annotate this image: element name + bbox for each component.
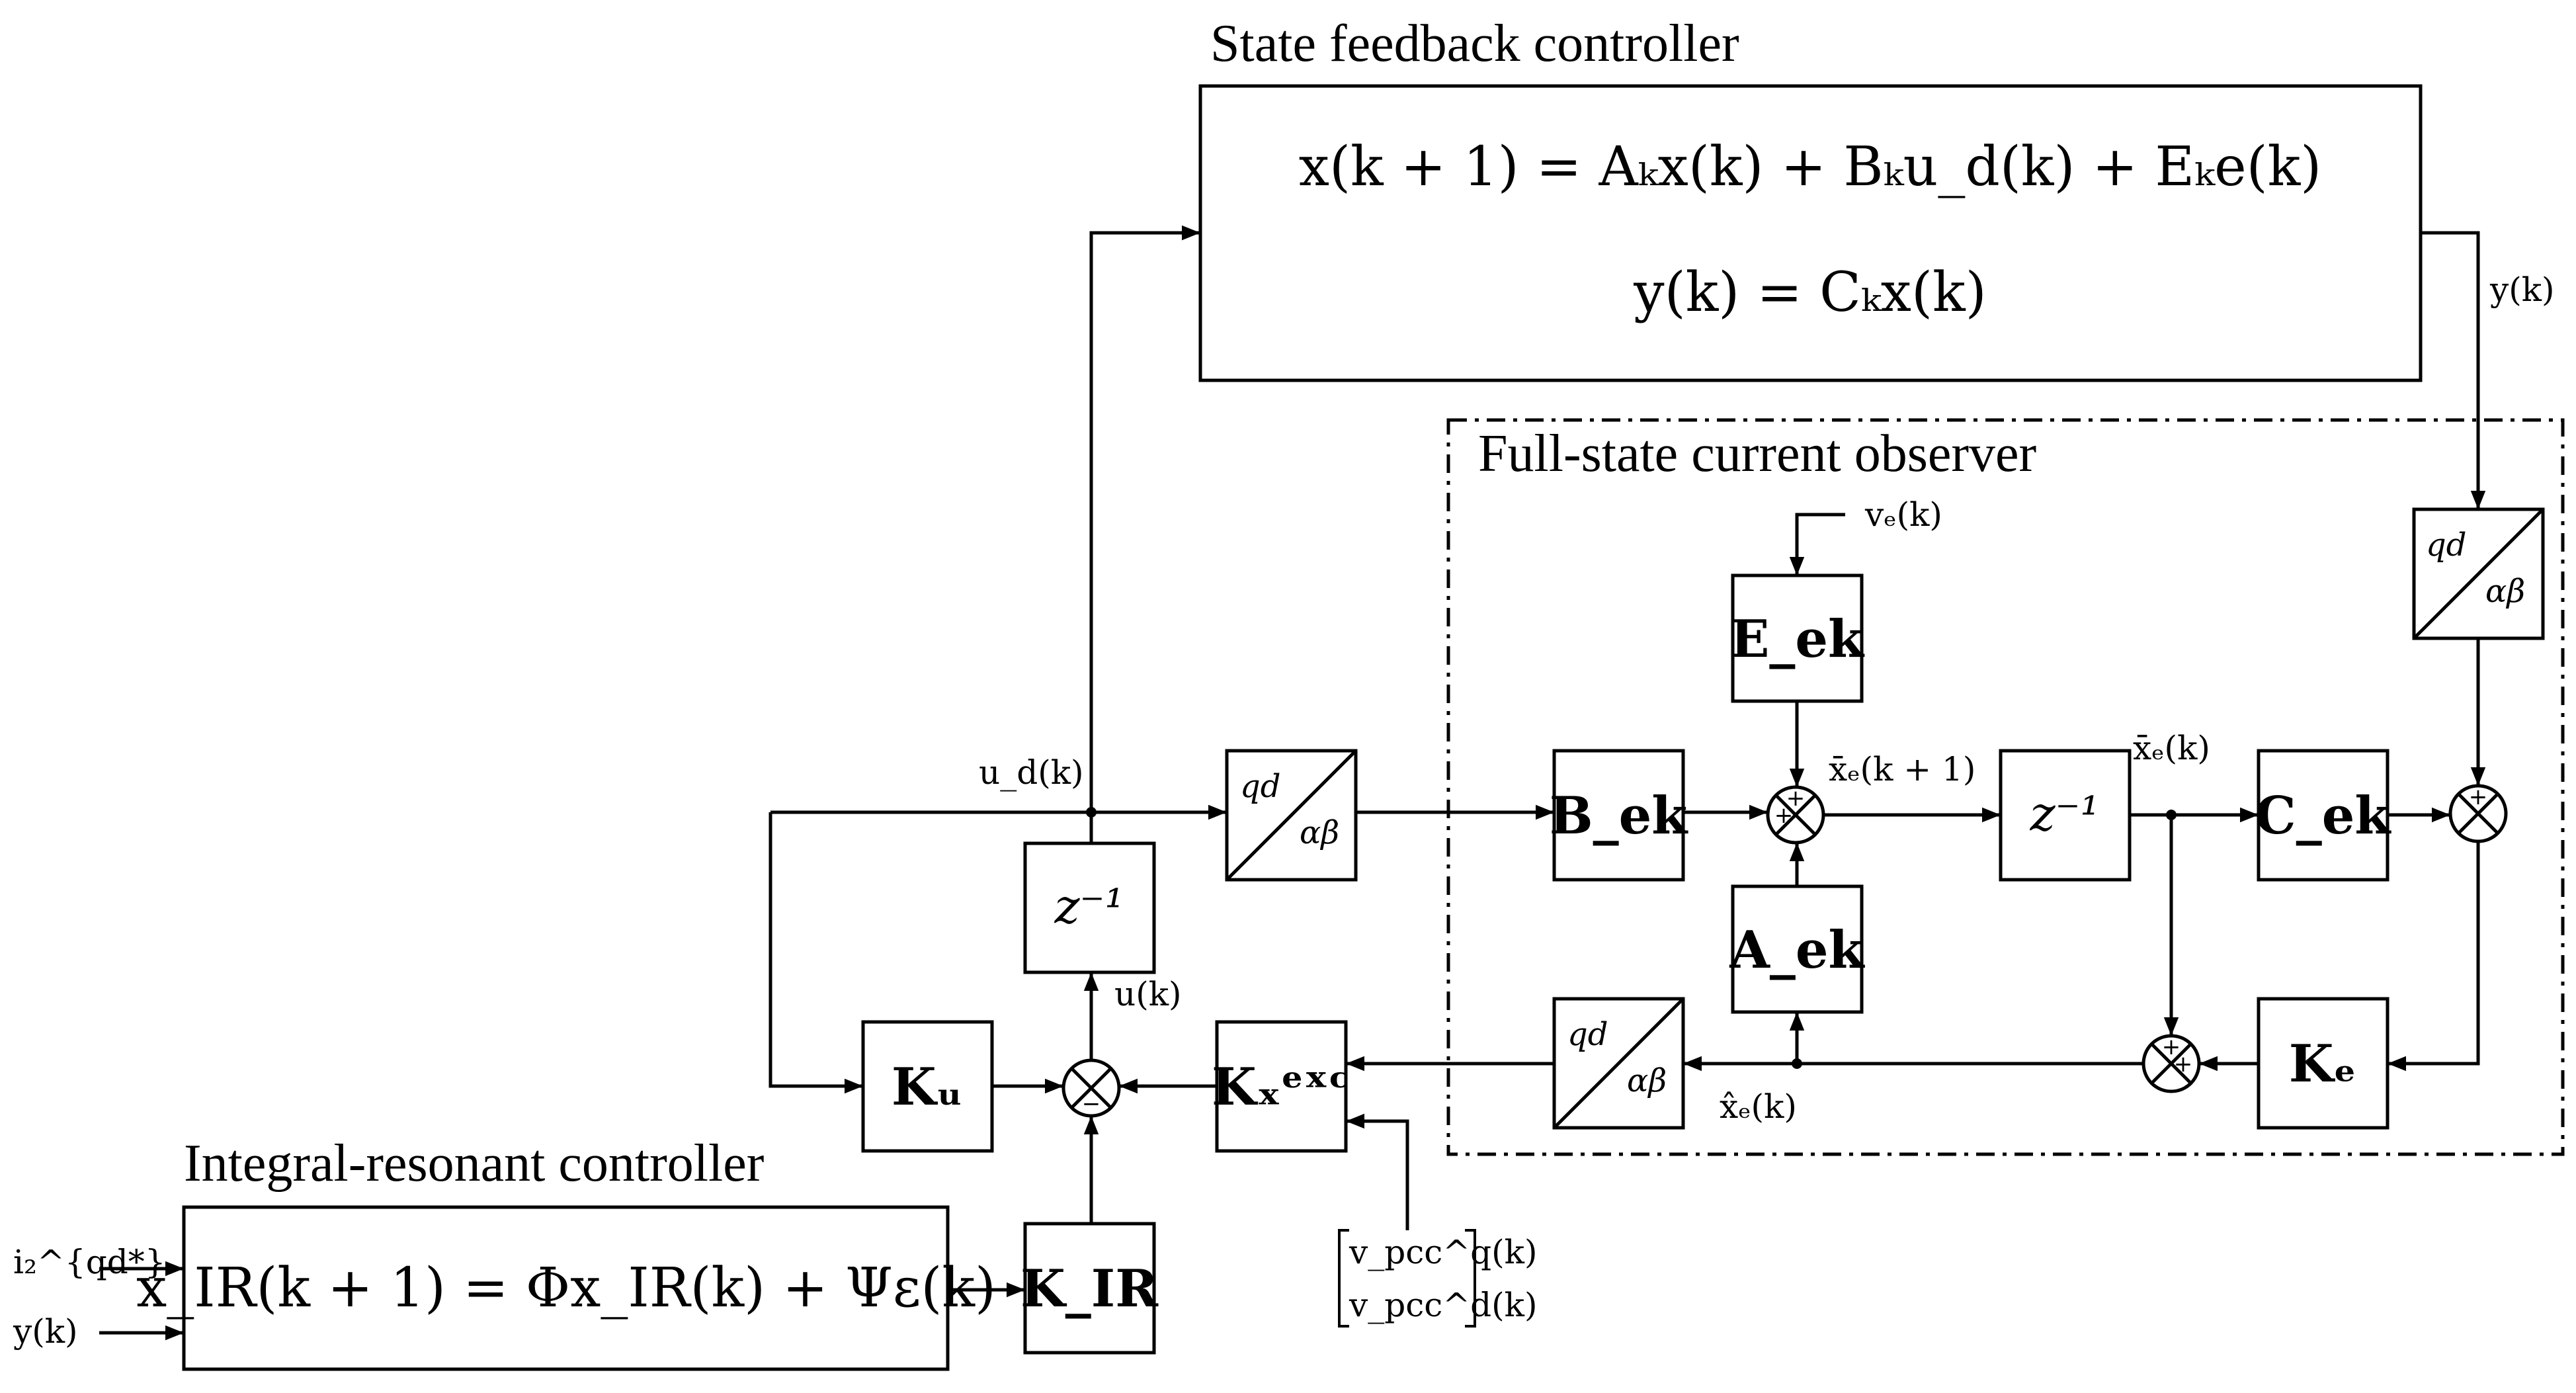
kir-block: K_IR <box>1020 1222 1159 1355</box>
ke-label: Kₑ <box>2289 1034 2356 1094</box>
sign-correction-top: + <box>2162 1034 2181 1060</box>
signal-ve: vₑ(k) <box>1864 495 1942 534</box>
signal-vpcc-d: v_pcc^d(k) <box>1349 1286 1537 1324</box>
qd-alphabeta-converter-observer: qd αβ <box>1552 997 1685 1130</box>
signal-ud: u_d(k) <box>979 753 1084 792</box>
signal-y-output: y(k) <box>2489 271 2555 309</box>
signal-vpcc-q: v_pcc^q(k) <box>1349 1233 1537 1271</box>
sign-state-top: + <box>1786 785 1806 812</box>
aek-block: A_ek <box>1729 884 1866 1014</box>
z-inverse-left-label: z⁻¹ <box>1054 878 1124 934</box>
signal-xhat: x̂ₑ(k) <box>1720 1087 1797 1126</box>
signal-wires <box>99 225 2486 1341</box>
signal-xbar: x̄ₑ(k) <box>2133 729 2210 767</box>
summing-junction-correction: + + <box>2141 1034 2201 1093</box>
z-inverse-block-left: z⁻¹ <box>1023 841 1156 974</box>
kir-label: K_IR <box>1020 1259 1159 1319</box>
plant-model-box <box>1198 84 2423 382</box>
signal-xbar-next: x̄ₑ(k + 1) <box>1829 750 1975 788</box>
signal-iref: i₂^{qd*} <box>13 1243 166 1281</box>
ir-equation: x_IR(k + 1) = Φx_IR(k) + Ψε(k) <box>136 1257 996 1320</box>
converter-observer-ab: αβ <box>1627 1062 1667 1099</box>
sign-control-bottom: − <box>1082 1091 1101 1117</box>
eek-label: E_ek <box>1730 609 1865 669</box>
sign-output-top: + <box>2469 784 2488 810</box>
aek-label: A_ek <box>1729 920 1865 980</box>
eek-block: E_ek <box>1730 573 1865 703</box>
qd-alphabeta-converter-top: qd αβ <box>1225 749 1358 882</box>
summing-junction-observer-state: + + <box>1766 785 1825 845</box>
z-inverse-block-observer: z⁻¹ <box>1999 749 2132 882</box>
kx-exc-block: Kₓᵉˣᶜ <box>1212 1020 1350 1153</box>
bek-label: B_ek <box>1550 786 1689 846</box>
cek-block: C_ek <box>2255 749 2392 882</box>
converter-observer-qd: qd <box>1567 1016 1608 1053</box>
sign-correction-right: + <box>2174 1051 2193 1077</box>
z-inverse-observer-label: z⁻¹ <box>2030 786 2100 841</box>
signal-u: u(k) <box>1114 975 1182 1013</box>
converter-output-ab: αβ <box>2485 573 2525 610</box>
summing-junction-output-error: + <box>2448 784 2508 843</box>
ke-block: Kₑ <box>2257 997 2389 1130</box>
state-equation: x(k + 1) = Aₖx(k) + Bₖu_d(k) + Eₖe(k) <box>1299 136 2322 198</box>
output-equation: y(k) = Cₖx(k) <box>1633 261 1986 324</box>
cek-label: C_ek <box>2255 786 2392 846</box>
integral-resonant-heading: Integral-resonant controller <box>184 1134 764 1193</box>
sign-state-left: + <box>1774 802 1794 829</box>
ku-block: Kᵤ <box>861 1020 994 1153</box>
qd-alphabeta-converter-output: qd αβ <box>2412 507 2545 640</box>
vpcc-vector: v_pcc^q(k) v_pcc^d(k) <box>1338 1229 1537 1328</box>
observer-frame <box>1446 418 2565 1156</box>
ku-label: Kᵤ <box>892 1057 963 1117</box>
converter-output-qd: qd <box>2426 527 2466 564</box>
integral-resonant-box <box>182 1205 950 1371</box>
state-feedback-heading: State feedback controller <box>1210 15 1739 73</box>
signal-y-input: y(k) <box>13 1312 78 1351</box>
summing-junction-control: − <box>1061 1058 1121 1118</box>
bek-block: B_ek <box>1550 749 1689 882</box>
observer-heading: Full-state current observer <box>1478 425 2036 483</box>
kx-exc-label: Kₓᵉˣᶜ <box>1212 1057 1350 1117</box>
converter-top-ab: αβ <box>1300 814 1339 851</box>
converter-top-qd: qd <box>1240 768 1280 805</box>
